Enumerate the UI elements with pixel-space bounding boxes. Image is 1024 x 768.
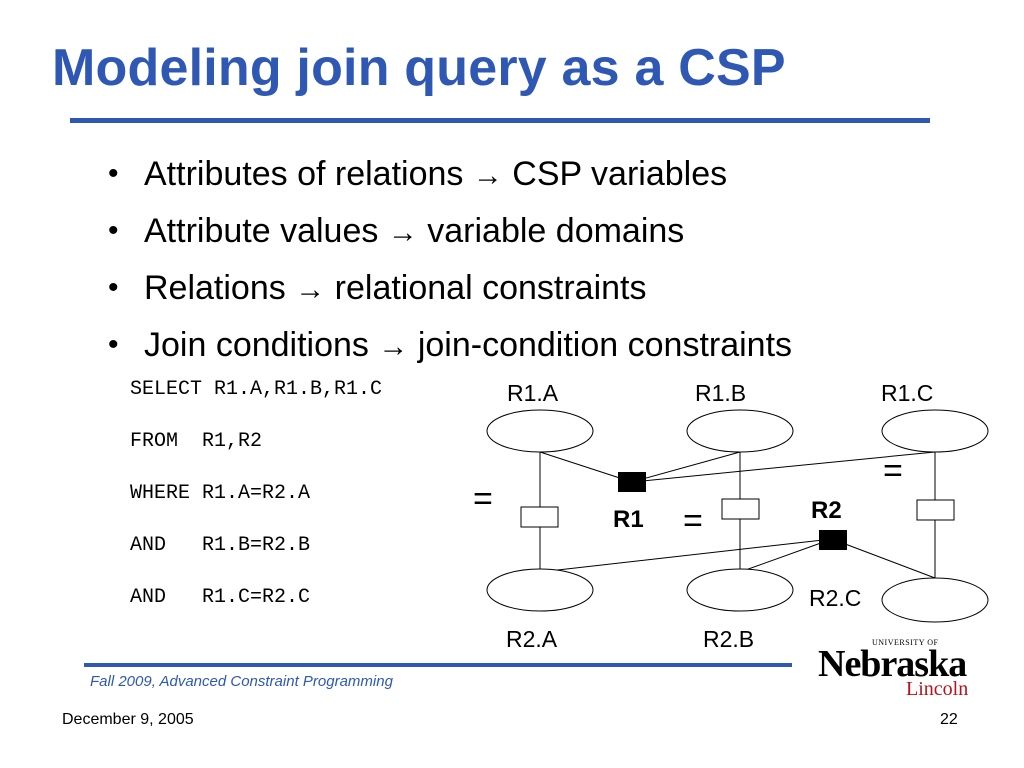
bullet-source: Attributes of relations (144, 155, 464, 193)
university-logo: UNIVERSITY OF Nebraska Lincoln (818, 638, 968, 702)
slide-title: Modeling join query as a CSP (52, 39, 786, 97)
sql-line: WHERE R1.A=R2.A (130, 482, 311, 505)
edge-r1a-r1 (539, 451, 633, 483)
bullet-source: Attribute values (144, 212, 379, 250)
sql-line: SELECT R1.A,R1.B,R1.C (130, 378, 383, 401)
label-r2: R2 (811, 497, 842, 524)
variable-nodes (486, 409, 989, 623)
equality-signs: = = = (473, 452, 903, 540)
equals-sign-b: = (683, 502, 703, 540)
logo-name: Nebraska (818, 643, 967, 685)
edge-r2c-r2 (831, 538, 936, 579)
sql-line: AND R1.C=R2.C (130, 586, 311, 609)
join-box-c (916, 499, 955, 521)
label-r1: R1 (613, 506, 644, 533)
bullet-target: relational constraints (334, 269, 647, 307)
sql-line: AND R1.B=R2.B (130, 534, 311, 557)
join-box-a (520, 506, 559, 528)
bullet-target: join-condition constraints (417, 326, 793, 364)
edge-r2b-r2 (739, 538, 833, 573)
node-r1c (881, 409, 989, 453)
edge-r1b-r1 (631, 451, 741, 483)
bullet-item: • Relations → relational constraints (108, 264, 792, 321)
bullet-target: CSP variables (512, 155, 728, 193)
relation-r2-marker (819, 530, 847, 550)
join-constraint-boxes (520, 498, 955, 528)
node-r2b (686, 568, 794, 612)
slide-number: 22 (940, 711, 958, 728)
edge-r2a-r2 (539, 538, 833, 573)
label-r2b: R2.B (703, 626, 754, 652)
bullet-dot-icon: • (108, 328, 119, 361)
bullet-dot-icon: • (108, 157, 119, 190)
logo-campus: Lincoln (906, 678, 969, 700)
relation-labels: R1 R2 (613, 497, 842, 533)
equals-sign-c: = (883, 452, 903, 490)
bullet-item: • Attribute values → variable domains (108, 207, 792, 264)
bullet-list: • Attributes of relations → CSP variable… (108, 150, 792, 378)
label-r2a: R2.A (506, 626, 558, 652)
bullet-source: Relations (144, 269, 286, 307)
node-r2c (881, 577, 989, 623)
variable-labels: R1.A R1.B R1.C R2.A R2.B R2.C (506, 380, 933, 652)
node-r2a (486, 568, 594, 612)
label-r2c: R2.C (809, 585, 861, 611)
right-arrow-icon: → (378, 330, 409, 363)
node-r1a (486, 409, 594, 453)
node-r1b (686, 409, 794, 453)
slide-date: December 9, 2005 (62, 711, 194, 728)
sql-query: SELECT R1.A,R1.B,R1.C FROM R1,R2 WHERE R… (130, 377, 382, 637)
join-box-b (721, 498, 760, 520)
bullet-item: • Attributes of relations → CSP variable… (108, 150, 792, 207)
bullet-item: • Join conditions → join-condition const… (108, 321, 792, 378)
logo-university-of: UNIVERSITY OF (872, 638, 939, 647)
bullet-dot-icon: • (108, 271, 119, 304)
label-r1a: R1.A (507, 380, 559, 406)
right-arrow-icon: → (387, 216, 418, 249)
relation-nodes (618, 472, 847, 550)
footer-divider (84, 663, 792, 667)
bullet-dot-icon: • (108, 214, 119, 247)
sql-line: FROM R1,R2 (130, 430, 263, 453)
label-r1c: R1.C (881, 380, 933, 406)
edge-r1c-r1 (631, 451, 936, 483)
right-arrow-icon: → (295, 273, 326, 306)
title-divider (70, 118, 930, 123)
right-arrow-icon: → (472, 159, 503, 192)
course-name: Fall 2009, Advanced Constraint Programmi… (90, 673, 393, 690)
label-r1b: R1.B (695, 380, 746, 406)
bullet-target: variable domains (427, 212, 685, 250)
relation-r1-marker (618, 472, 646, 492)
equals-sign-a: = (473, 480, 493, 518)
bullet-source: Join conditions (144, 326, 369, 364)
